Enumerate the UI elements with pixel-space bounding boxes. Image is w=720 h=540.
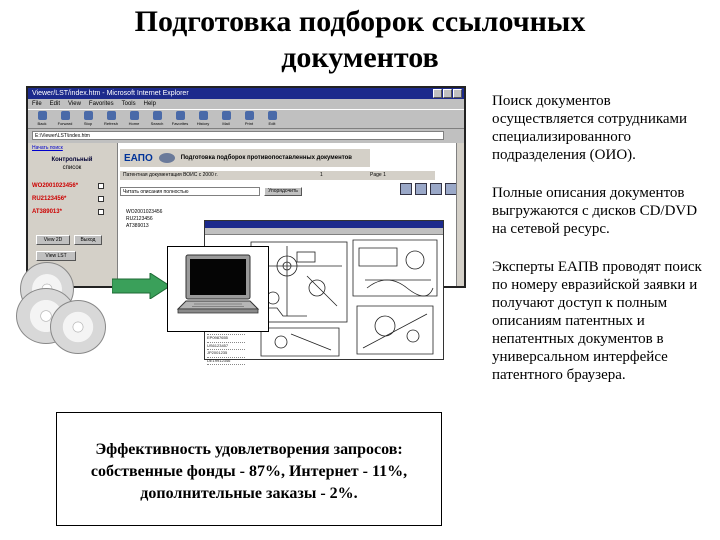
description-paragraph: Эксперты ЕАПВ проводят поиск по номеру е…: [492, 259, 702, 383]
address-bar: E:\Viewer\LST\index.htm: [28, 129, 464, 141]
minimize-button[interactable]: [433, 89, 442, 98]
history-button[interactable]: History: [193, 110, 213, 128]
search-button[interactable]: Search: [147, 110, 167, 128]
slide-title-line1: Подготовка подборок ссылочных: [134, 5, 586, 38]
laptop-icon: [176, 254, 260, 314]
menu-help[interactable]: Help: [143, 101, 156, 107]
stats-line: собственные фонды - 87%, Интернет - 11%,: [90, 463, 408, 480]
home-icon: [129, 110, 139, 120]
slide-title-line2: документов: [281, 41, 439, 74]
exit-button[interactable]: Выход: [74, 235, 102, 245]
browser-toolbar: Back Forward Stop Refresh Home Search Fa…: [28, 109, 464, 129]
first-page-icon[interactable]: [400, 183, 412, 195]
refresh-button[interactable]: Refresh: [101, 110, 121, 128]
edit-button[interactable]: Edit: [262, 110, 282, 128]
arrow-right-icon: [112, 273, 170, 299]
efficiency-stats-box: Эффективность удовлетворения запросов: с…: [56, 412, 442, 526]
description-paragraph: Полные описания документов выгружаются с…: [492, 185, 698, 237]
browser-titlebar: Viewer/LST/index.htm - Microsoft Interne…: [28, 88, 464, 99]
browser-title: Viewer/LST/index.htm - Microsoft Interne…: [32, 90, 189, 97]
cd-disc-icon: [50, 300, 106, 354]
home-button[interactable]: Home: [124, 110, 144, 128]
edit-icon: [267, 110, 277, 120]
description-paragraph: Поиск документов осуществляется сотрудни…: [492, 93, 688, 163]
control-list-checkbox[interactable]: [98, 183, 104, 189]
document-checklist-item[interactable]: WO2001023456: [126, 209, 163, 215]
control-list-item[interactable]: WO2001023456*: [32, 183, 79, 189]
history-icon: [198, 110, 208, 120]
search-icon: [152, 110, 162, 120]
viewer-list-item[interactable]: US6123457: [207, 343, 245, 350]
page-indicator: Page 1: [370, 172, 386, 178]
document-row: Патентная документация ВОИС с 2000 г. 1 …: [120, 171, 435, 180]
star-icon: [175, 110, 185, 120]
efficiency-stats-text: Эффективность удовлетворения запросов: с…: [91, 439, 407, 505]
document-checklist: WO2001023456 RU2123456 AT389013: [126, 209, 162, 230]
menu-file[interactable]: File: [32, 101, 42, 107]
technical-drawing: [250, 239, 438, 357]
control-list-subheading: список: [62, 165, 82, 171]
document-checklist-item[interactable]: RU2123456: [126, 216, 153, 222]
document-count: 1: [320, 172, 323, 178]
favorites-button[interactable]: Favorites: [170, 110, 190, 128]
address-input[interactable]: E:\Viewer\LST\index.htm: [32, 130, 444, 140]
browser-menubar: File Edit View Favorites Tools Help: [28, 99, 464, 109]
view-2d-button[interactable]: View 2D: [36, 235, 70, 245]
slide-title: Подготовка подборок ссылочных документов: [0, 4, 720, 76]
description-column: Поиск документов осуществляется сотрудни…: [492, 92, 714, 404]
print-button[interactable]: Print: [239, 110, 259, 128]
view-lst-button[interactable]: View LST: [36, 251, 76, 261]
viewer-list-item[interactable]: JP2001235: [207, 350, 245, 358]
sort-button[interactable]: Упорядочить: [264, 187, 302, 196]
viewer-list-item[interactable]: DE19912346: [207, 358, 245, 365]
eye-logo-icon: [158, 153, 175, 163]
control-list-item[interactable]: AT389013*: [32, 209, 62, 215]
back-button[interactable]: Back: [32, 110, 52, 128]
control-list-checkbox[interactable]: [98, 196, 104, 202]
next-page-icon[interactable]: [430, 183, 442, 195]
mail-button[interactable]: Mail: [216, 110, 236, 128]
close-button[interactable]: [453, 89, 462, 98]
stop-button[interactable]: Stop: [78, 110, 98, 128]
viewer-toolbar: [205, 228, 443, 235]
viewer-titlebar: [205, 221, 443, 228]
maximize-button[interactable]: [443, 89, 452, 98]
menu-edit[interactable]: Edit: [49, 101, 61, 107]
viewer-list-item[interactable]: EP0987655: [207, 335, 245, 343]
refresh-icon: [106, 110, 116, 120]
document-collection-label: Патентная документация ВОИС с 2000 г.: [123, 172, 218, 178]
left-pane: Начать поиск Контрольный список WO200102…: [28, 143, 118, 286]
laptop-frame: [167, 246, 269, 332]
menu-favorites[interactable]: Favorites: [88, 101, 114, 107]
vertical-scrollbar[interactable]: [456, 143, 464, 286]
prev-page-icon[interactable]: [415, 183, 427, 195]
control-list-checkbox[interactable]: [98, 209, 104, 215]
print-icon: [244, 110, 254, 120]
menu-view[interactable]: View: [68, 101, 81, 107]
page-nav: [400, 183, 457, 195]
control-list-item[interactable]: RU2123456*: [32, 196, 67, 202]
mail-icon: [221, 110, 231, 120]
stats-line: дополнительные заказы - 2%.: [140, 485, 358, 502]
window-controls: [433, 89, 462, 98]
back-icon: [37, 110, 47, 120]
eapo-logo: ЕАПО: [124, 152, 153, 164]
forward-button[interactable]: Forward: [55, 110, 75, 128]
start-search-link[interactable]: Начать поиск: [32, 145, 63, 151]
eapo-page-title: Подготовка подборок противопоставленных …: [180, 155, 352, 161]
document-checklist-item[interactable]: AT389013: [126, 223, 149, 229]
stats-line: Эффективность удовлетворения запросов:: [95, 441, 403, 458]
control-list-heading: Контрольный: [51, 157, 93, 163]
forward-icon: [60, 110, 70, 120]
menu-tools[interactable]: Tools: [121, 101, 136, 107]
eapo-header: ЕАПО Подготовка подборок противопоставле…: [120, 149, 370, 167]
view-mode-select[interactable]: Читать описания полностью: [120, 187, 260, 196]
stop-icon: [83, 110, 93, 120]
